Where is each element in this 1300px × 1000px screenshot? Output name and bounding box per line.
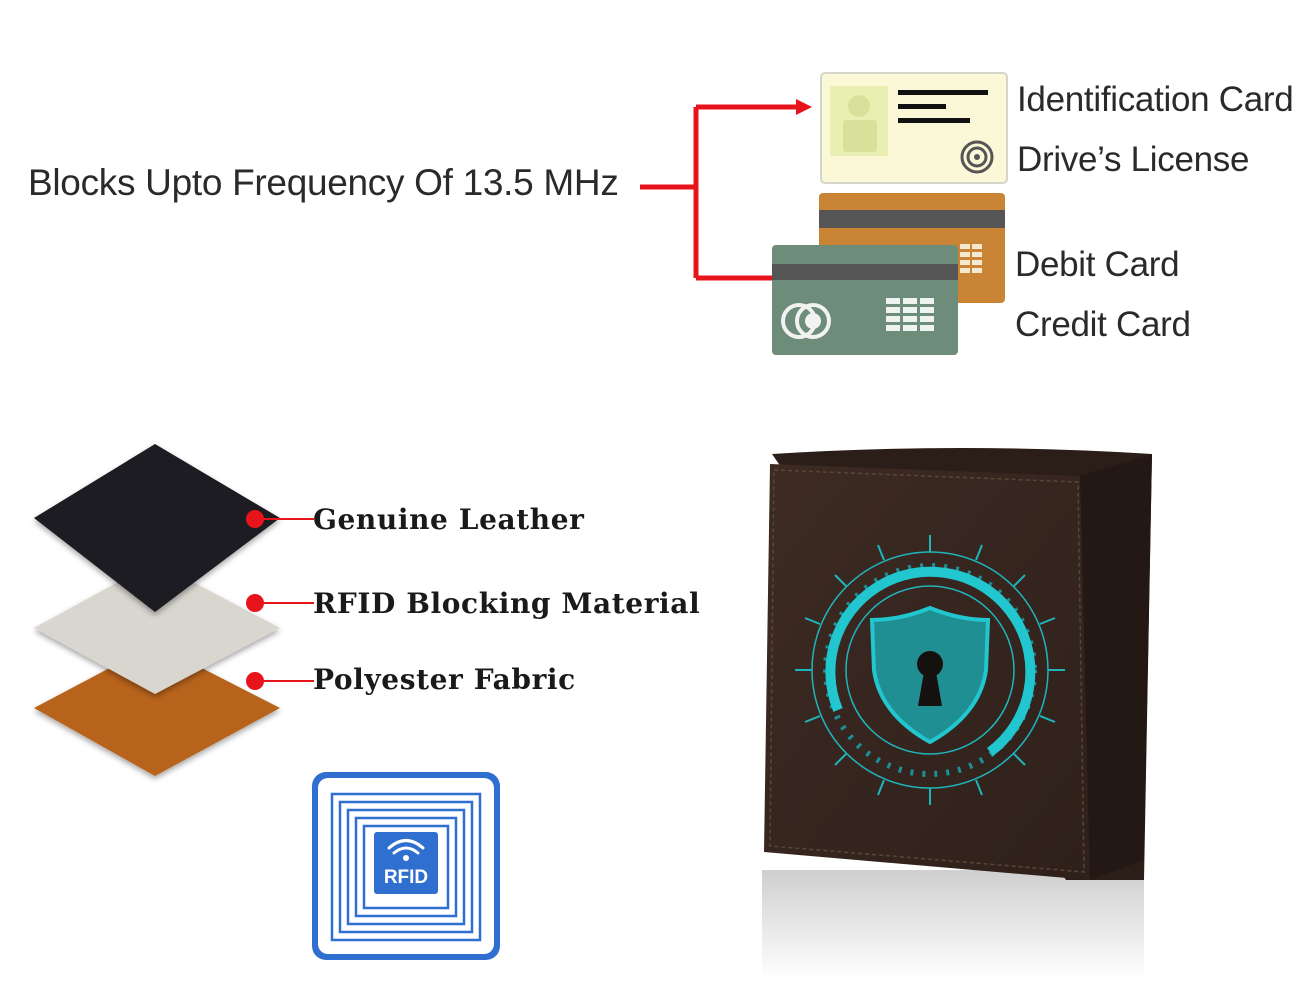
frequency-label: Blocks Upto Frequency Of 13.5 MHz — [28, 162, 619, 203]
connector-arrows — [640, 99, 812, 286]
arrow-head-top — [796, 99, 812, 115]
layer-label-rfid-material: RFID Blocking Material — [313, 587, 701, 620]
material-layers — [34, 444, 314, 776]
wallet-illustration — [762, 448, 1152, 980]
card-label-drivers-license: Drive’s License — [1017, 140, 1250, 179]
id-card-icon — [820, 72, 1008, 184]
card-label-credit: Credit Card — [1015, 305, 1191, 344]
card-label-debit: Debit Card — [1015, 245, 1180, 284]
credit-card-icon — [772, 245, 958, 355]
layer-leather — [34, 444, 280, 612]
rfid-tag-icon: RFID — [312, 772, 500, 960]
layer-polyester — [34, 644, 280, 776]
layer-label-polyester: Polyester Fabric — [313, 663, 576, 696]
rfid-tag-label: RFID — [384, 867, 428, 888]
card-label-identification: Identification Card — [1017, 80, 1294, 119]
layer-label-leather: Genuine Leather — [313, 503, 585, 536]
layer-rfid-material — [34, 562, 280, 694]
security-ring — [795, 535, 1065, 805]
